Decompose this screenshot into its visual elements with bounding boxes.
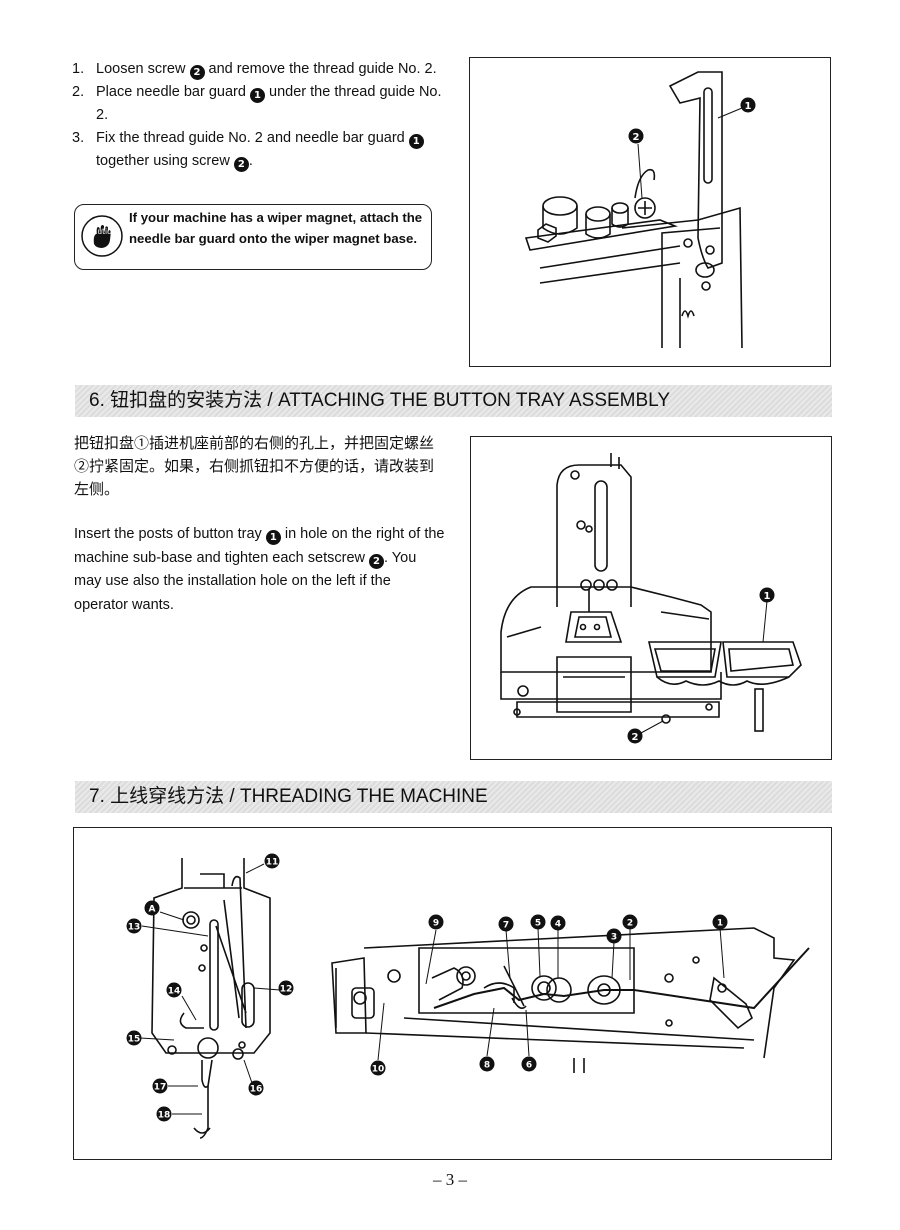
threading-illustration: 11 A 13 12 14 15 16 17 18 xyxy=(126,853,810,1139)
button-tray-illustration: 1 2 xyxy=(500,453,802,744)
figure-callout: 16 xyxy=(250,1085,263,1095)
figure-callout: 6 xyxy=(526,1061,532,1071)
figure-callout: 15 xyxy=(128,1035,141,1045)
callout-badge: 1 xyxy=(408,134,424,149)
figure-callout: 5 xyxy=(535,919,541,929)
step-item: 1. Loosen screw 2 and remove the thread … xyxy=(72,58,444,81)
figure-callout: 8 xyxy=(484,1061,490,1071)
figure-callout: 2 xyxy=(633,132,640,143)
section-header-button-tray: 6. 钮扣盘的安装方法 / ATTACHING THE BUTTON TRAY … xyxy=(75,385,832,417)
figure-callout: 1 xyxy=(745,101,752,112)
para-text: Insert the posts of button tray xyxy=(74,526,266,542)
figure-callout: 1 xyxy=(764,591,771,602)
figure-callout: 17 xyxy=(154,1083,167,1093)
figure-callout: 9 xyxy=(433,919,439,929)
needle-bar-guard-illustration: 1 2 xyxy=(524,71,756,349)
step-text: together using screw xyxy=(96,153,234,169)
figure-callout: 14 xyxy=(168,987,181,997)
figure-callout: 18 xyxy=(158,1111,171,1121)
para-text: . You may use also the installation hole… xyxy=(74,549,417,613)
step-text: Fix the thread guide No. 2 and needle ba… xyxy=(96,130,409,146)
callout-badge: 1 xyxy=(265,530,281,545)
section-header-threading: 7. 上线穿线方法 / THREADING THE MACHINE xyxy=(75,781,832,813)
figure-callout: 3 xyxy=(611,933,617,943)
step-text: and remove the thread guide No. 2. xyxy=(204,61,437,77)
figure-callout: 2 xyxy=(632,732,639,743)
step-item: 2. Place needle bar guard 1 under the th… xyxy=(72,81,444,127)
figure-callout: 11 xyxy=(266,858,279,868)
figure-callout: 10 xyxy=(372,1065,385,1075)
caution-box xyxy=(74,204,432,270)
figure-button-tray: 1 2 xyxy=(470,436,832,760)
step-number: 3. xyxy=(72,130,85,146)
section-title: 7. 上线穿线方法 / THREADING THE MACHINE xyxy=(89,786,488,807)
step-text: under the thread guide No. 2. xyxy=(96,84,442,123)
figure-callout: 12 xyxy=(280,985,293,995)
figure-callout: 13 xyxy=(128,923,141,933)
callout-badge: 2 xyxy=(189,65,205,80)
chinese-paragraph: 把钮扣盘①插进机座前部的右侧的孔上，并把固定螺丝②拧紧固定。如果，右侧抓钮扣不方… xyxy=(74,434,435,498)
callout-badge: 2 xyxy=(369,553,385,569)
figure-callout: 2 xyxy=(627,919,633,929)
callout-badge: 1 xyxy=(249,88,265,103)
caution-icon-label: Caution xyxy=(88,227,117,236)
page-number: – 3 – xyxy=(433,1170,467,1189)
para-text: in hole on the right of the machine sub-… xyxy=(74,526,445,566)
instruction-steps: 1. Loosen screw 2 and remove the thread … xyxy=(72,58,444,173)
step-text: . xyxy=(248,153,253,169)
step-text: Loosen screw xyxy=(96,61,190,77)
caution-text: If your machine has a wiper magnet, atta… xyxy=(129,210,423,246)
caution-hand-icon: Caution xyxy=(81,215,123,257)
figure-callout: 7 xyxy=(503,921,509,931)
callout-badge: 2 xyxy=(233,157,249,172)
figure-callout: 1 xyxy=(717,919,723,929)
step-number: 1. xyxy=(72,61,85,77)
step-item: 3. Fix the thread guide No. 2 and needle… xyxy=(72,127,444,173)
figure-threading: 11 A 13 12 14 15 16 17 18 xyxy=(73,827,832,1160)
section-title: 6. 钮扣盘的安装方法 / ATTACHING THE BUTTON TRAY … xyxy=(89,390,671,411)
step-text: Place needle bar guard xyxy=(96,84,250,100)
figure-callout: 4 xyxy=(555,920,561,930)
figure-callout: A xyxy=(149,905,156,915)
figure-needle-bar-guard: 1 2 xyxy=(469,57,831,367)
english-paragraph: Insert the posts of button tray 1 in hol… xyxy=(74,523,446,617)
step-number: 2. xyxy=(72,84,85,100)
